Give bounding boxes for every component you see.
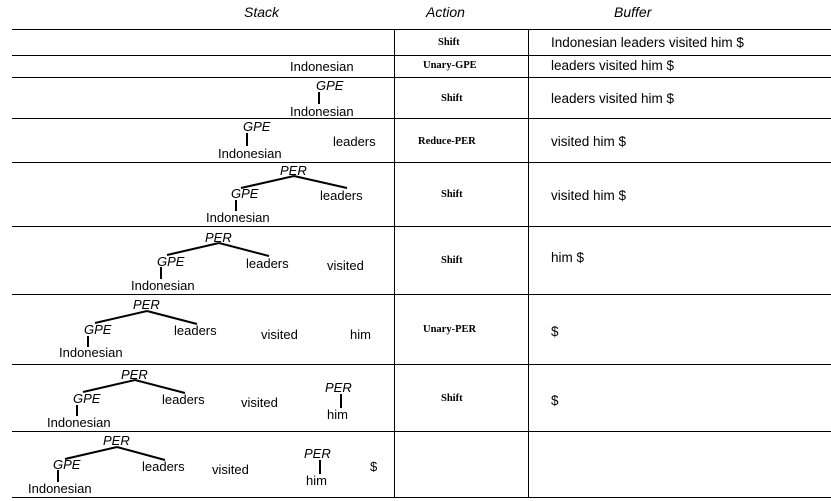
stack-word-visited: visited — [241, 395, 278, 410]
stack-word-leaders: leaders — [142, 459, 185, 474]
tree-node-per: PER — [121, 367, 148, 382]
row-divider — [12, 226, 831, 227]
column-divider — [394, 29, 395, 498]
tree-node-gpe: GPE — [73, 391, 101, 406]
action-cell-3: Shift — [441, 93, 463, 104]
stack-word-visited: visited — [261, 327, 298, 342]
action-cell-6: Shift — [441, 255, 463, 266]
stack-word-leaders: leaders — [320, 188, 363, 203]
header-stack: Stack — [244, 4, 280, 20]
action-cell-2: Unary-GPE — [423, 60, 477, 71]
stack-word-leaders: leaders — [333, 134, 376, 149]
tree-node-gpe: GPE — [53, 457, 81, 472]
tree-node-gpe: GPE — [231, 186, 259, 201]
buffer-cell-1: Indonesian leaders visited him $ — [551, 35, 744, 50]
row-divider — [12, 294, 831, 295]
stack-word-dollar: $ — [370, 459, 378, 474]
buffer-cell-5: visited him $ — [551, 188, 627, 203]
header-buffer: Buffer — [614, 4, 652, 20]
header-action: Action — [426, 4, 465, 20]
row-divider — [12, 29, 831, 30]
row-divider — [12, 77, 831, 78]
buffer-cell-7: $ — [551, 324, 559, 339]
stack-word-him: him — [350, 327, 371, 342]
stack-word-indonesian: Indonesian — [28, 481, 92, 496]
action-cell-5: Shift — [441, 189, 463, 200]
tree-node-gpe: GPE — [243, 119, 271, 134]
stack-word-him: him — [327, 407, 348, 422]
buffer-cell-6: him $ — [551, 250, 585, 265]
row-divider — [12, 162, 831, 163]
stack-word-indonesian: Indonesian — [131, 278, 195, 293]
tree-node-per: PER — [304, 446, 331, 461]
stack-word-visited: visited — [327, 258, 364, 273]
stack-word-him: him — [306, 473, 327, 488]
row-divider — [12, 431, 831, 432]
tree-node-per: PER — [280, 163, 307, 178]
row-divider — [12, 364, 831, 365]
tree-node-per: PER — [133, 297, 160, 312]
tree-node-gpe: GPE — [316, 78, 344, 93]
stack-word-indonesian: Indonesian — [290, 59, 354, 74]
column-divider — [528, 29, 529, 498]
buffer-cell-4: visited him $ — [551, 134, 627, 149]
buffer-cell-2: leaders visited him $ — [551, 58, 675, 73]
buffer-cell-3: leaders visited him $ — [551, 91, 675, 106]
action-cell-1: Shift — [438, 37, 460, 48]
stack-word-indonesian: Indonesian — [290, 104, 354, 119]
tree-node-per: PER — [103, 433, 130, 448]
tree-node-gpe: GPE — [84, 322, 112, 337]
stack-word-indonesian: Indonesian — [206, 210, 270, 225]
row-divider — [12, 55, 831, 56]
stack-word-leaders: leaders — [162, 392, 205, 407]
stack-word-indonesian: Indonesian — [218, 146, 282, 161]
stack-word-indonesian: Indonesian — [47, 415, 111, 430]
action-cell-7: Unary-PER — [423, 324, 477, 335]
action-cell-8: Shift — [441, 393, 463, 404]
stack-word-leaders: leaders — [246, 256, 289, 271]
stack-word-visited: visited — [212, 462, 249, 477]
row-divider — [12, 497, 831, 498]
action-cell-4: Reduce-PER — [418, 136, 476, 147]
row-divider — [12, 118, 831, 119]
tree-node-per: PER — [325, 380, 352, 395]
stack-word-leaders: leaders — [174, 323, 217, 338]
buffer-cell-8: $ — [551, 393, 559, 408]
tree-node-gpe: GPE — [157, 254, 185, 269]
stack-word-indonesian: Indonesian — [59, 345, 123, 360]
tree-node-per: PER — [205, 230, 232, 245]
